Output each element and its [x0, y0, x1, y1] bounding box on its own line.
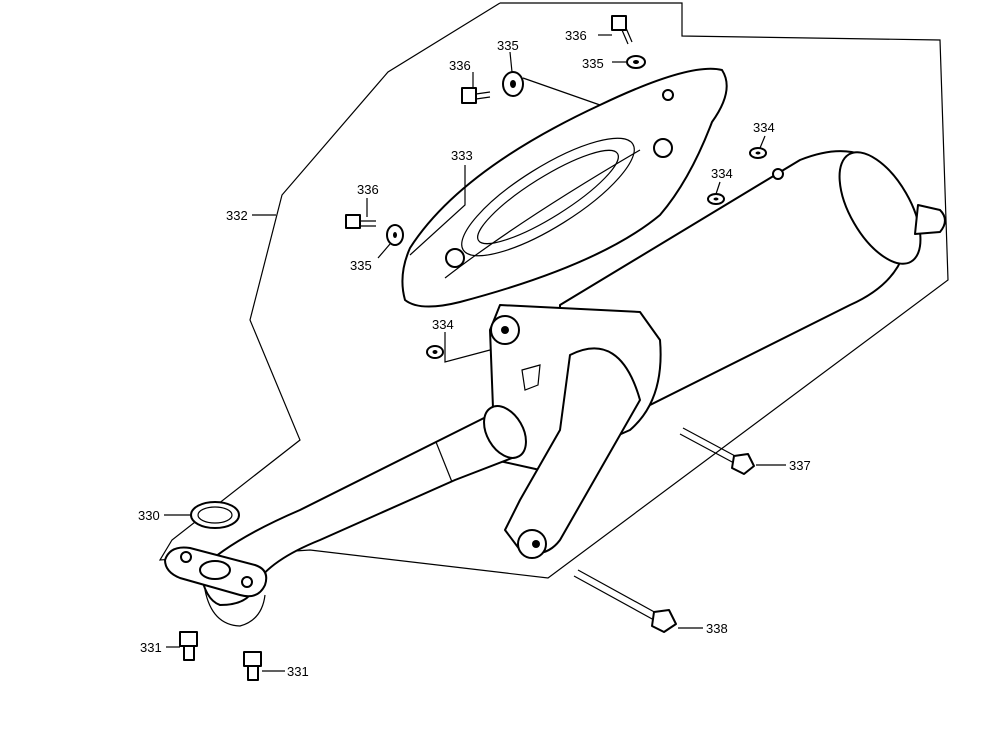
gasket — [190, 501, 240, 529]
washer-334-right — [749, 147, 767, 159]
part-number-334-right: 334 — [753, 120, 775, 135]
washer-left — [386, 224, 404, 246]
screw-left — [345, 214, 376, 229]
part-number-337: 337 — [789, 458, 811, 473]
part-number-334-left: 334 — [432, 317, 454, 332]
bolt-338 — [573, 569, 677, 633]
part-number-338: 338 — [706, 621, 728, 636]
screw-upper-left — [461, 87, 491, 104]
part-number-335-upper: 335 — [497, 38, 519, 53]
part-number-330: 330 — [138, 508, 160, 523]
washer-top — [626, 55, 646, 69]
nut-upper — [179, 631, 198, 661]
part-number-334-middle: 334 — [711, 166, 733, 181]
leader-lines — [164, 34, 786, 672]
mounting-bracket — [489, 304, 662, 559]
part-number-336-top: 336 — [565, 28, 587, 43]
exhaust-flange — [164, 546, 268, 627]
part-number-335-top: 335 — [582, 56, 604, 71]
part-number-331-lower: 331 — [287, 664, 309, 679]
part-number-336-left: 336 — [357, 182, 379, 197]
washer-334-left — [426, 345, 444, 359]
part-number-333: 333 — [451, 148, 473, 163]
bolt-337 — [679, 427, 755, 475]
part-number-335-left: 335 — [350, 258, 372, 273]
part-number-331-upper: 331 — [140, 640, 162, 655]
heat-shield — [401, 67, 728, 308]
washer-upper-left — [502, 71, 524, 97]
part-number-332: 332 — [226, 208, 248, 223]
exhaust-pipe — [199, 405, 527, 606]
part-number-336-upper: 336 — [449, 58, 471, 73]
screw-top — [611, 15, 633, 45]
washer-334-middle — [707, 193, 725, 205]
nut-lower — [243, 651, 262, 681]
